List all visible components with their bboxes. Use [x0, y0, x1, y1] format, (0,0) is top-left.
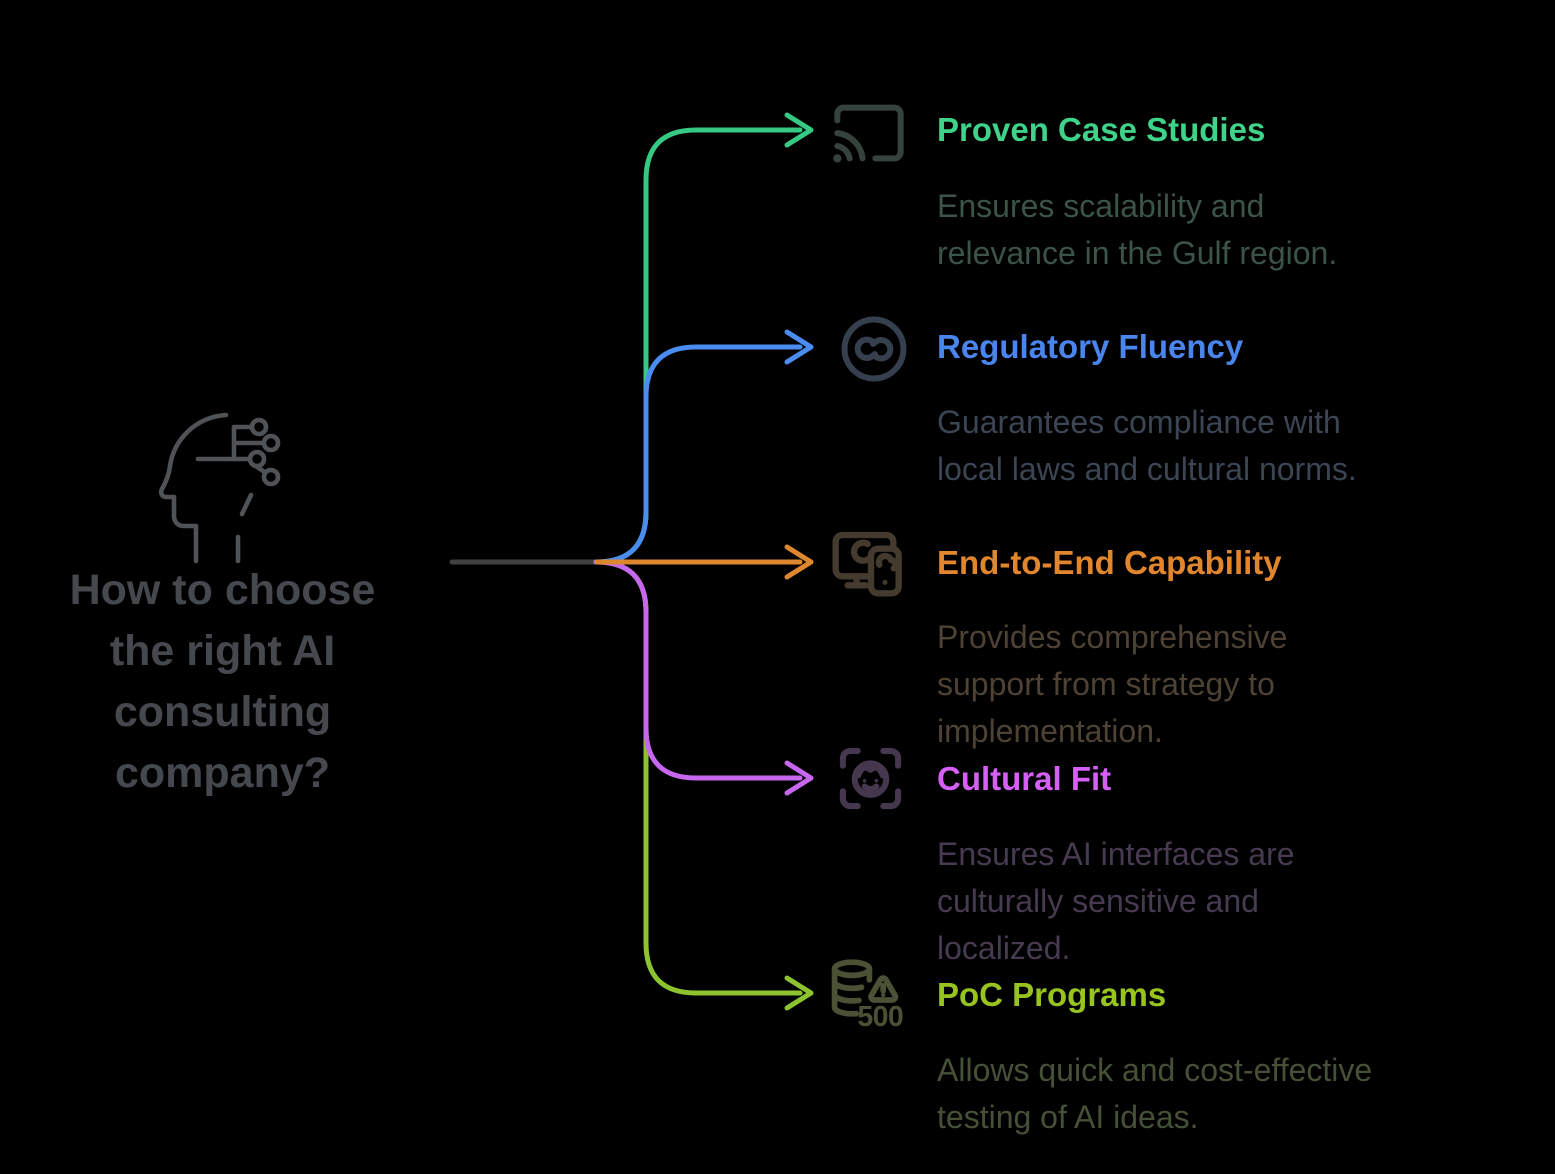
cast-icon [831, 95, 907, 171]
connector-proven-case-studies [593, 112, 814, 565]
arrow-icon [784, 329, 814, 365]
branch-title: Cultural Fit [937, 760, 1112, 797]
connector-poc-programs [593, 559, 814, 1011]
connector-regulatory-fluency [593, 329, 814, 565]
branch-description: Provides comprehensive support from stra… [937, 619, 1288, 749]
center-question: How to choose the right AI consulting co… [69, 566, 376, 797]
branch-description: Guarantees compliance with local laws an… [937, 404, 1357, 487]
branch-title: PoC Programs [937, 976, 1167, 1013]
database-error-500-icon: 500 [828, 958, 912, 1036]
connector-end-to-end-capability [594, 544, 814, 580]
arrow-icon [784, 760, 814, 796]
branch-title: Proven Case Studies [937, 111, 1266, 148]
arrow-icon [784, 975, 814, 1011]
branch-description: Ensures scalability and relevance in the… [937, 188, 1338, 271]
arrow-icon [784, 112, 814, 148]
branch-description: Allows quick and cost-effective testing … [937, 1052, 1373, 1135]
branch-description: Ensures AI interfaces are culturally sen… [937, 836, 1295, 966]
ai-head-circuit-icon [158, 408, 306, 568]
sync-circle-icon [836, 311, 912, 387]
error-500-label: 500 [857, 1001, 903, 1033]
face-scan-icon [832, 740, 909, 817]
connector-cultural-fit [593, 559, 814, 796]
devices-icon [829, 524, 909, 604]
arrow-icon [784, 544, 814, 580]
branch-title: End-to-End Capability [937, 544, 1282, 581]
branch-title: Regulatory Fluency [937, 328, 1244, 365]
